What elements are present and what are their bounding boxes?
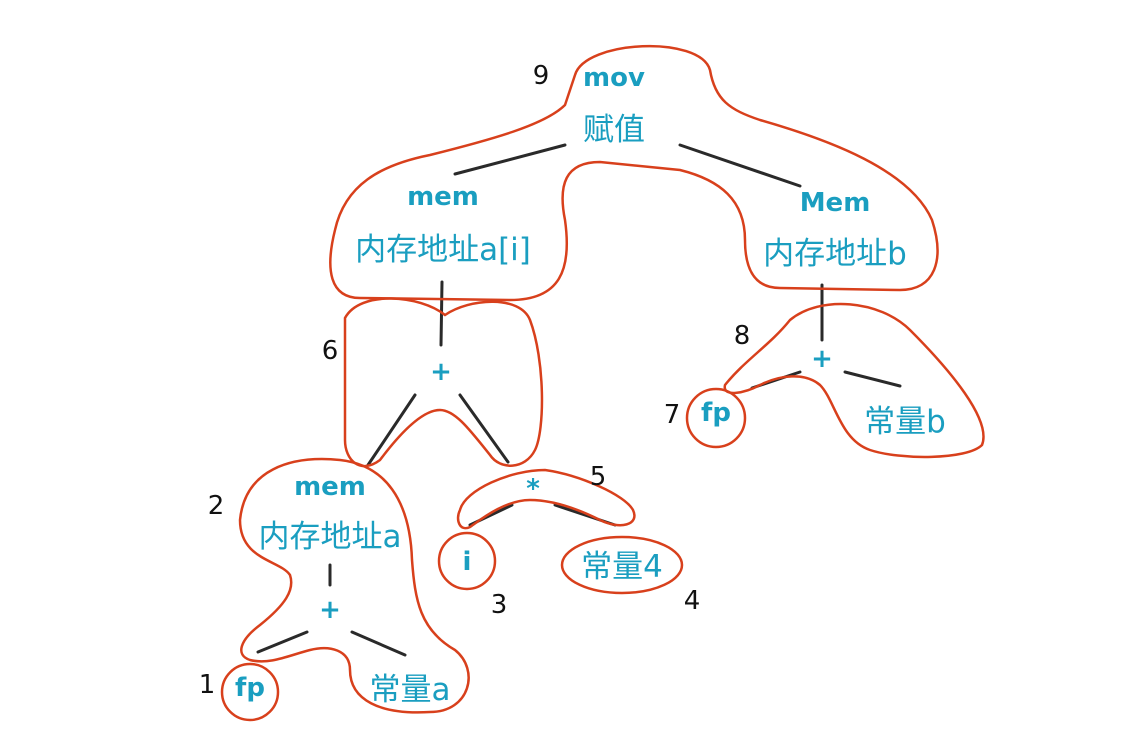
tile-8-outline bbox=[723, 302, 985, 459]
edge-plus-consta bbox=[350, 630, 407, 657]
tile-label-6: 6 bbox=[322, 336, 339, 366]
tile-2-outline bbox=[238, 457, 470, 714]
tile-label-7: 7 bbox=[664, 400, 681, 430]
edge-root-left bbox=[453, 143, 567, 176]
tile-label-5: 5 bbox=[590, 462, 607, 492]
node-const-a: 常量a bbox=[370, 672, 451, 708]
node-fp-right: fp bbox=[701, 398, 731, 428]
node-fp-left: fp bbox=[235, 673, 265, 703]
tile-4-outline bbox=[560, 535, 684, 595]
node-mul: * bbox=[526, 474, 540, 504]
nodes: mov 赋值 mem 内存地址a[i] Mem 内存地址b + + fp 常量b… bbox=[235, 63, 946, 708]
node-mem-right-desc: 内存地址b bbox=[763, 236, 907, 272]
node-const-b: 常量b bbox=[864, 404, 946, 440]
edge-plus-fp-left bbox=[256, 630, 309, 654]
node-mov: mov bbox=[583, 63, 645, 93]
edges bbox=[256, 143, 902, 657]
node-mem-left-desc: 内存地址a[i] bbox=[355, 232, 531, 268]
tile-label-8: 8 bbox=[734, 321, 751, 351]
edge-plus-mul bbox=[458, 393, 510, 464]
tile-9-outline bbox=[329, 45, 939, 302]
node-mem-a: mem bbox=[294, 472, 366, 502]
tile-label-1: 1 bbox=[199, 670, 216, 700]
node-mem-left: mem bbox=[407, 182, 479, 212]
edge-plus-memA bbox=[366, 393, 417, 467]
tile-label-2: 2 bbox=[208, 491, 225, 521]
node-assign-desc: 赋值 bbox=[583, 112, 645, 148]
tile-label-4: 4 bbox=[684, 586, 701, 616]
tile-3-outline bbox=[437, 531, 497, 591]
tile-5-outline bbox=[456, 468, 636, 530]
node-plus-left: + bbox=[319, 595, 341, 625]
tile-1-outline bbox=[220, 662, 280, 722]
tile-numbers: 1 2 3 4 5 6 7 8 9 bbox=[199, 61, 751, 700]
node-mem-a-desc: 内存地址a bbox=[259, 519, 402, 555]
edge-root-right bbox=[678, 143, 802, 188]
tile-label-3: 3 bbox=[491, 590, 508, 620]
node-i: i bbox=[463, 547, 472, 577]
edge-plus-constb bbox=[843, 370, 902, 388]
node-plus-right: + bbox=[811, 344, 833, 374]
node-mem-right: Mem bbox=[800, 188, 871, 218]
tile-outlines bbox=[220, 45, 985, 722]
node-const-4: 常量4 bbox=[581, 549, 663, 585]
tile-6-outline bbox=[343, 297, 544, 468]
tile-7-outline bbox=[685, 387, 747, 449]
tile-label-9: 9 bbox=[533, 61, 550, 91]
node-plus-mid: + bbox=[430, 357, 452, 387]
